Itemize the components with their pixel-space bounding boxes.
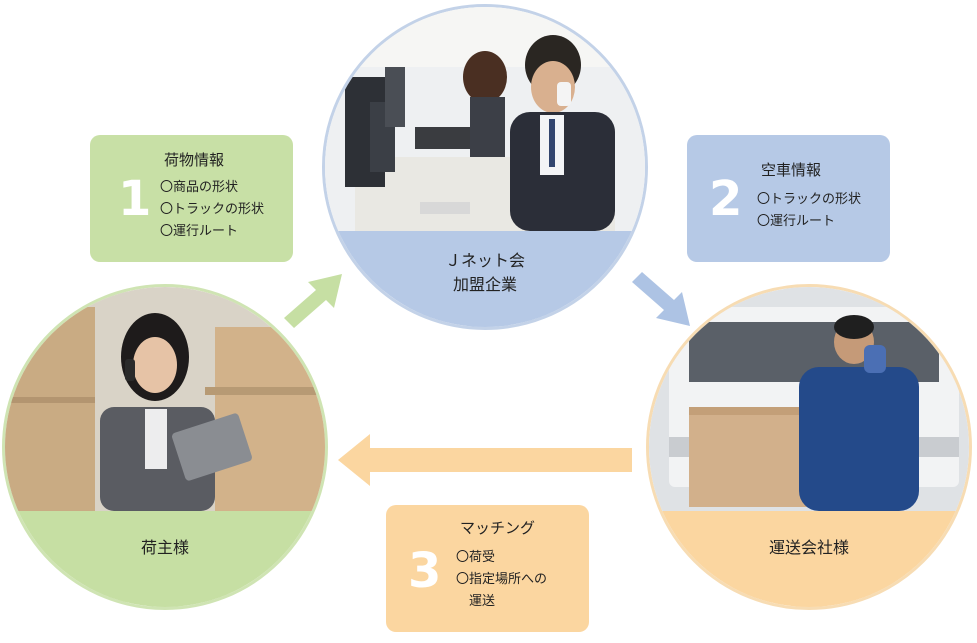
step-items: 〇荷受 〇指定場所への 運送 (456, 547, 547, 613)
office-photo (325, 7, 645, 231)
step-2-empty-truck-info: 2 空車情報 〇トラックの形状 〇運行ルート (687, 135, 890, 262)
node-label: 荷主様 (5, 511, 325, 607)
step-number: 1 (118, 171, 152, 227)
list-item: 〇トラックの形状 (757, 192, 862, 207)
node-label: Ｊネット会 加盟企業 (325, 231, 645, 327)
list-item: 〇運行ルート (160, 224, 239, 239)
node-j-net-members: Ｊネット会 加盟企業 (322, 4, 648, 330)
arrow-members-to-transport (632, 272, 690, 326)
step-number: 3 (408, 543, 442, 599)
step-items: 〇商品の形状 〇トラックの形状 〇運行ルート (160, 177, 264, 243)
node-transport-company: 運送会社様 (646, 284, 972, 610)
node-label: 運送会社様 (649, 511, 969, 607)
list-item: 〇指定場所への (456, 572, 548, 587)
step-title: 荷物情報 (164, 151, 225, 169)
list-item: 〇荷受 (456, 550, 496, 565)
step-1-cargo-info: 1 荷物情報 〇商品の形状 〇トラックの形状 〇運行ルート (90, 135, 293, 262)
node-label-line2: 加盟企業 (452, 275, 517, 294)
step-items: 〇トラックの形状 〇運行ルート (757, 189, 861, 233)
list-item: 〇運行ルート (757, 214, 836, 229)
list-item: 運送 (456, 594, 496, 609)
step-title: 空車情報 (761, 161, 822, 179)
node-label-line1: Ｊネット会 (444, 251, 525, 270)
list-item: 〇トラックの形状 (160, 202, 265, 217)
warehouse-photo (5, 287, 325, 511)
arrow-transport-to-shipper (338, 434, 632, 486)
step-title: マッチング (460, 519, 536, 537)
truck-driver-photo (649, 287, 969, 511)
arrow-shipper-to-members (284, 274, 342, 328)
node-shipper: 荷主様 (2, 284, 328, 610)
step-number: 2 (709, 171, 743, 227)
list-item: 〇商品の形状 (160, 180, 239, 195)
step-3-matching: 3 マッチング 〇荷受 〇指定場所への 運送 (386, 505, 589, 632)
